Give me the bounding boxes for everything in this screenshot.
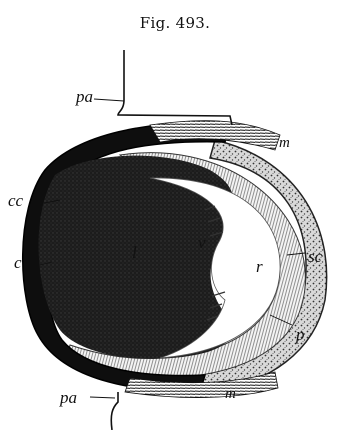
label-r: r [256, 257, 263, 276]
label-p: p [295, 325, 305, 344]
label-pa-top: pa [75, 87, 93, 106]
label-l: l [132, 243, 137, 262]
label-v: v [198, 233, 206, 252]
label-cc: cc [8, 191, 24, 210]
label-m-top: m [279, 135, 290, 151]
label-sc: sc [308, 247, 323, 266]
label-pa-bottom: pa [59, 388, 77, 407]
label-m-bottom: m [225, 386, 236, 402]
label-c: c [14, 253, 22, 272]
eyelid-top-line [118, 50, 232, 125]
